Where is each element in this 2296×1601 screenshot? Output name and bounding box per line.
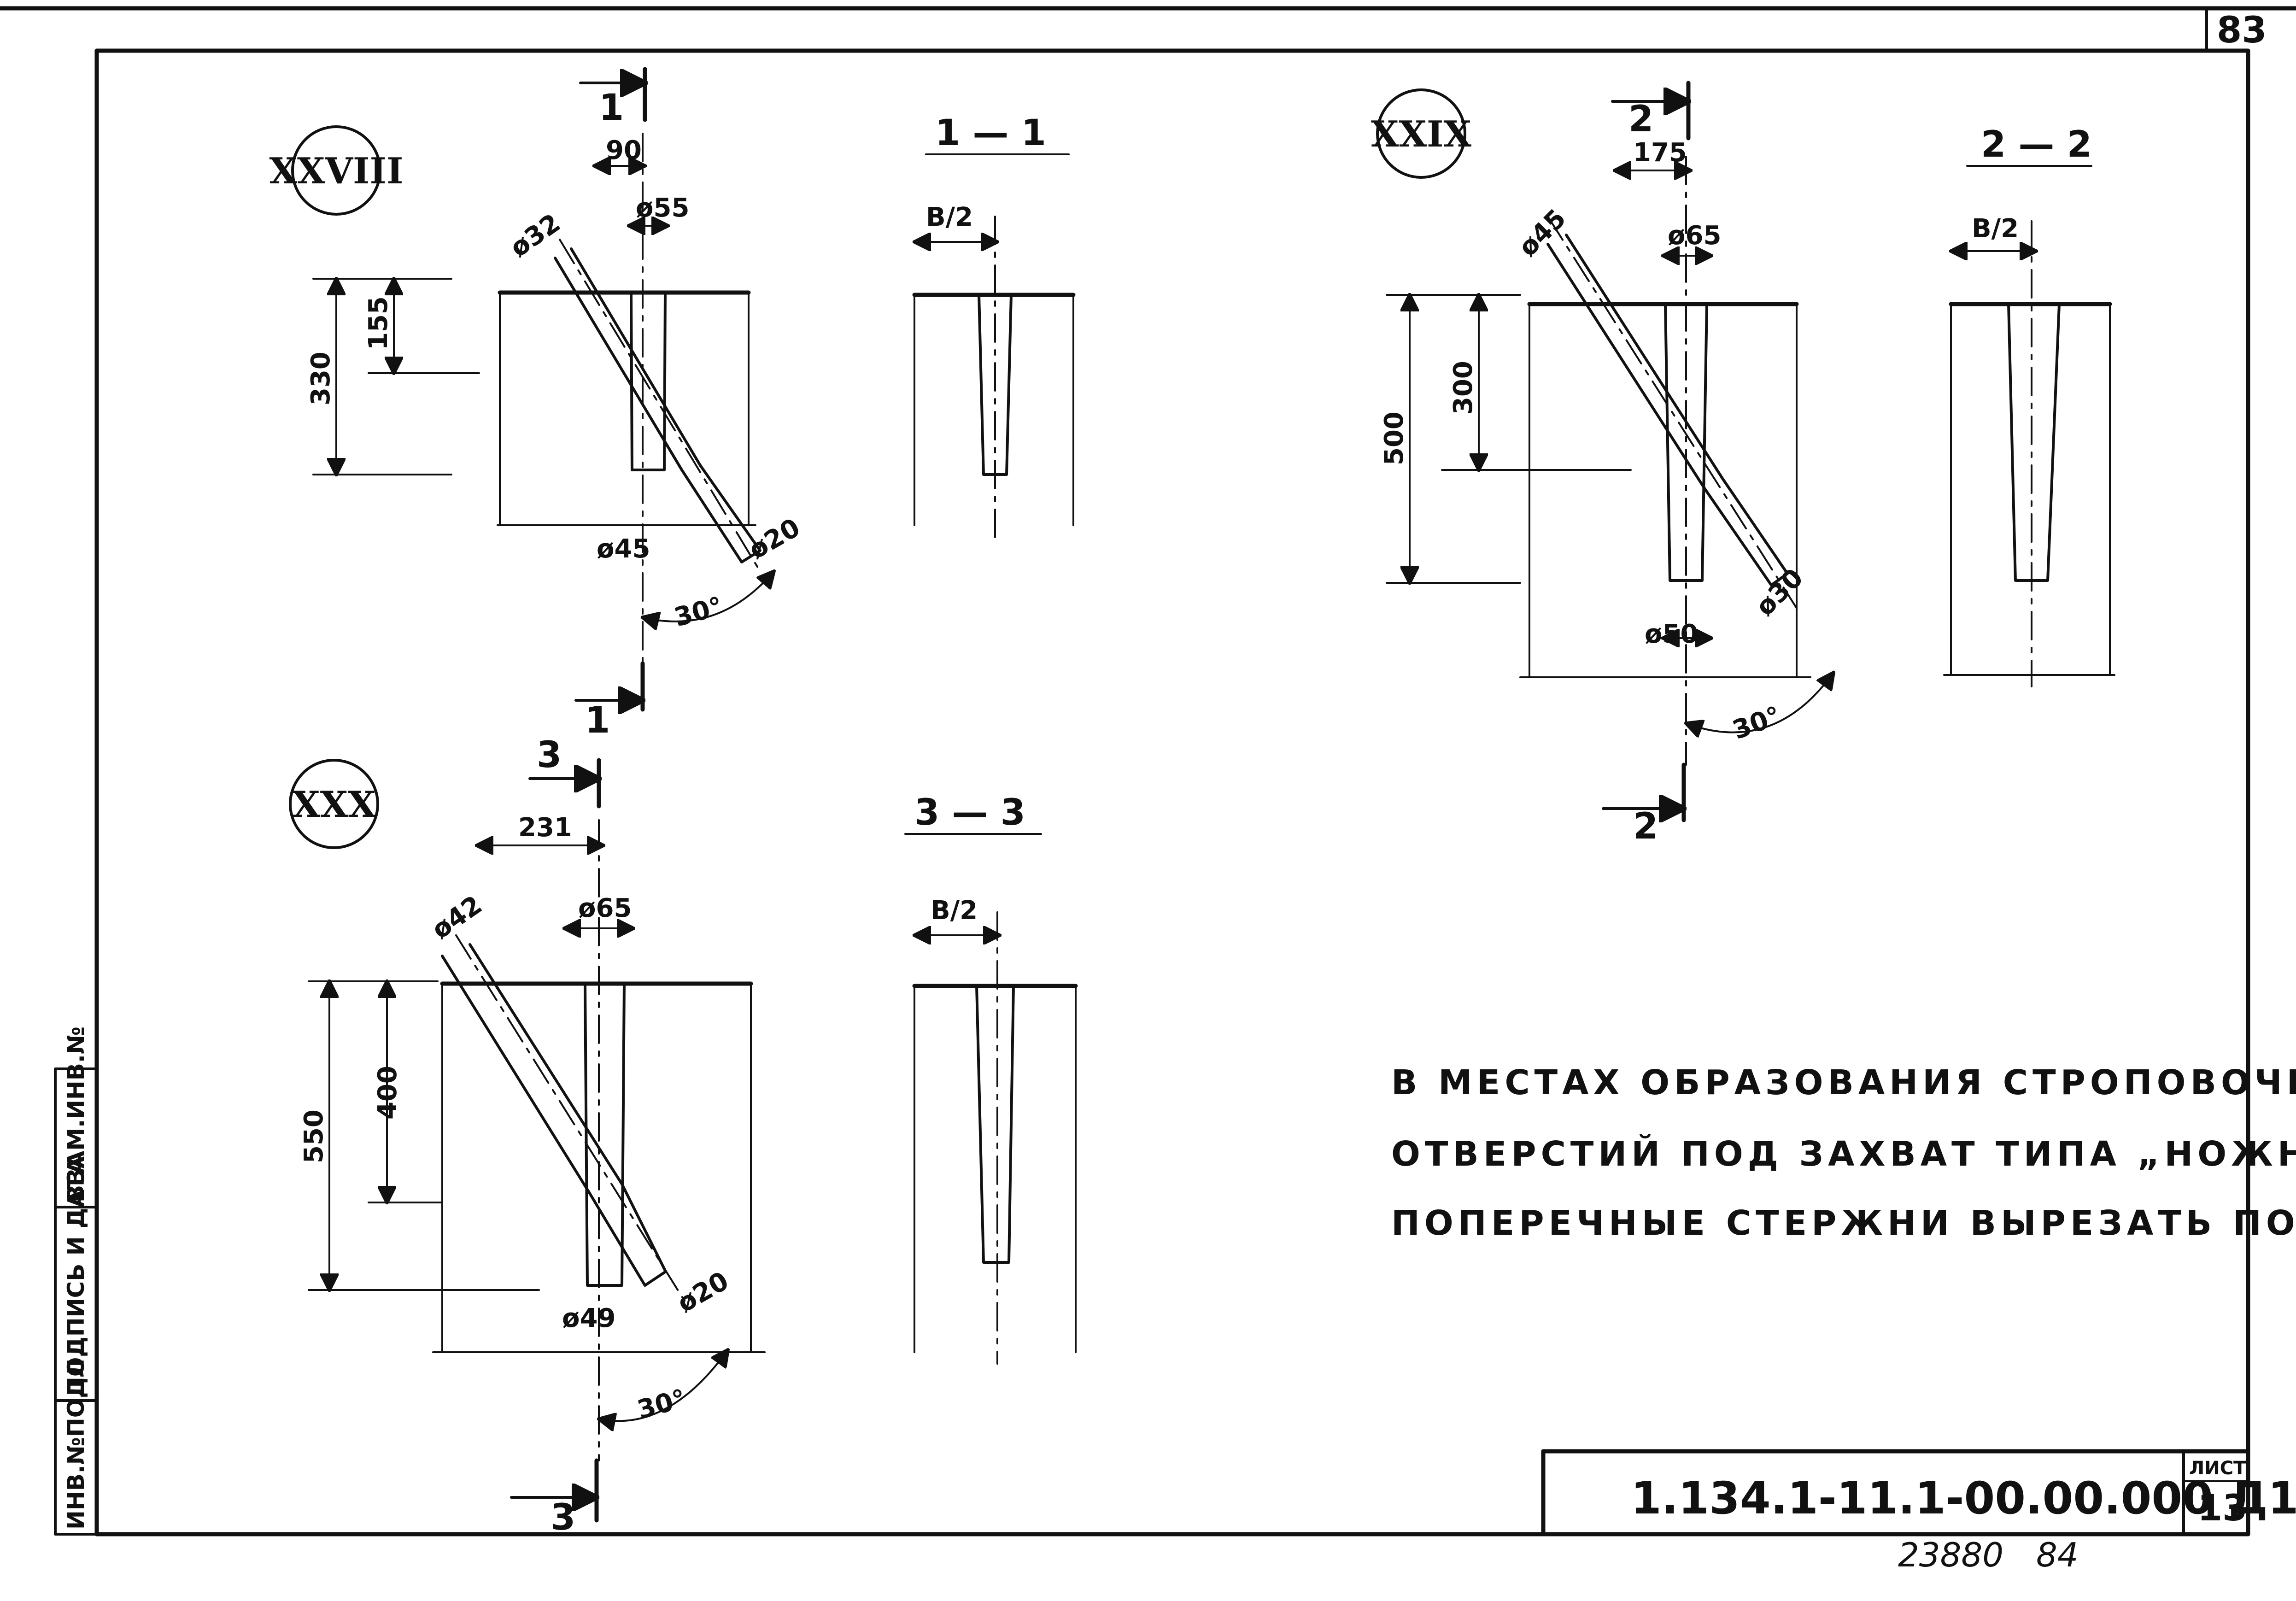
- dim-dia-bottom: ø49: [562, 1303, 615, 1333]
- sheet-frame: 83: [0, 6, 2296, 1536]
- dim-depth-upper: 400: [373, 1066, 403, 1120]
- cut-mark-top: 1: [599, 87, 624, 129]
- cut-mark-top: 2: [1628, 99, 1653, 140]
- dim-dia-bottom: ø50: [1645, 619, 1698, 649]
- section-3-3: 3 — 3 B/2: [904, 792, 1078, 1365]
- stamp-cell-inv-podl: ИНВ.№ПОДЛ: [63, 1359, 89, 1530]
- dim-half-width: B/2: [1972, 214, 2019, 244]
- document-code: 1.134.1-11.1-00.00.000 Д1: [1631, 1472, 2296, 1524]
- dim-depth-total: 550: [299, 1109, 329, 1163]
- section-2-2: 2 — 2 B/2: [1943, 124, 2115, 687]
- sheet-label: ЛИСТ: [2189, 1458, 2246, 1479]
- dim-angle: 30°: [671, 591, 726, 633]
- detail-label: XXIX: [1371, 113, 1472, 155]
- note-line: ОТВЕРСТИЙ ПОД ЗАХВАТ ТИПА „НОЖНИЦЫ": [1391, 1133, 2296, 1174]
- dim-dia-bottom: ø45: [597, 534, 650, 564]
- side-stamp: ИНВ.№ПОДЛ ПОДПИСЬ И ДАТА ВЗАМ.ИНВ.№: [54, 1026, 98, 1536]
- dim-angle: 30°: [1729, 701, 1785, 745]
- dim-dia-slant-end: ø20: [744, 513, 805, 565]
- detail-label-circle: [291, 125, 381, 216]
- detail-xxviii: XXVIII 1 1 90 ø55 ø32 330 1: [269, 67, 805, 741]
- section-label: 3 — 3: [914, 792, 1025, 833]
- dim-dia-slant: ø45: [1513, 204, 1572, 263]
- detail-label: XXVIII: [269, 150, 403, 192]
- cut-mark-bottom: 2: [1633, 806, 1658, 847]
- dim-offset: 231: [518, 813, 572, 843]
- dim-offset: 175: [1633, 138, 1687, 168]
- dim-dia-slant: ø32: [505, 208, 566, 263]
- detail-label-circle: [289, 759, 379, 849]
- title-block: 1.134.1-11.1-00.00.000 Д1 ЛИСТ 13: [1541, 1449, 2296, 1536]
- cut-mark-top: 3: [537, 734, 562, 776]
- detail-label: XXX: [292, 784, 376, 826]
- dim-depth-upper: 155: [363, 296, 393, 350]
- sheet-number: 13: [2197, 1488, 2248, 1529]
- dim-angle: 30°: [634, 1384, 689, 1425]
- section-1-1: 1 — 1 B/2: [912, 112, 1076, 540]
- dim-dia-top: ø65: [1668, 221, 1721, 251]
- cut-mark-bottom: 1: [585, 700, 610, 741]
- dim-half-width: B/2: [931, 896, 978, 926]
- dim-depth-total: 500: [1379, 411, 1409, 465]
- note-line: В МЕСТАХ ОБРАЗОВАНИЯ СТРОПОВОЧНЫХ: [1391, 1063, 2296, 1103]
- detail-label-circle: [1376, 88, 1466, 179]
- handwritten-number: 84: [2036, 1536, 2079, 1574]
- stamp-cell-vzam-inv: ВЗАМ.ИНВ.№: [63, 1026, 89, 1202]
- dim-depth-total: 330: [306, 352, 336, 405]
- general-note: В МЕСТАХ ОБРАЗОВАНИЯ СТРОПОВОЧНЫХ ОТВЕРС…: [1391, 1063, 2296, 1243]
- detail-xxx: XXX 3 3 231 ø65 ø42 550 400 ø49 ø20: [289, 734, 766, 1538]
- dim-dia-top: ø55: [636, 193, 689, 223]
- dim-depth-upper: 300: [1448, 361, 1478, 415]
- handwritten-number: 23880: [1898, 1536, 2003, 1574]
- section-label: 2 — 2: [1981, 124, 2092, 165]
- dim-dia-top: ø65: [578, 893, 632, 923]
- cut-mark-bottom: 3: [551, 1497, 575, 1538]
- stamp-cell-podpis: ПОДПИСЬ И ДАТА: [63, 1156, 89, 1396]
- page-number: 83: [2217, 10, 2267, 51]
- detail-xxix: XXIX 2 2 175 ø65 ø45 500 300 ø50: [1371, 81, 1833, 847]
- dim-dia-slant-end: ø20: [673, 1266, 734, 1319]
- section-label: 1 — 1: [935, 112, 1046, 154]
- dim-offset: 90: [606, 135, 642, 165]
- dim-half-width: B/2: [926, 202, 973, 232]
- note-line: ПОПЕРЕЧНЫЕ СТЕРЖНИ ВЫРЕЗАТЬ ПО МЕСТУ.: [1391, 1203, 2296, 1243]
- dim-dia-slant-end: ø30: [1750, 563, 1809, 622]
